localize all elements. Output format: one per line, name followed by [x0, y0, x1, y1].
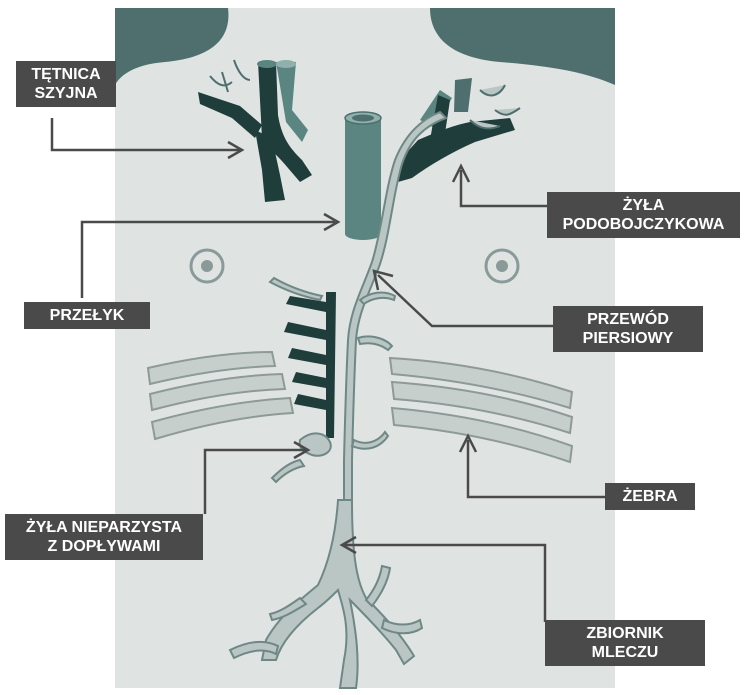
subclavian-arrowhead [451, 163, 471, 183]
label-thoracic-duct-line1: PRZEWÓD [587, 311, 669, 328]
label-thoracic-duct: PRZEWÓD PIERSIOWY [553, 306, 703, 352]
label-thoracic-duct-line2: PIERSIOWY [582, 330, 674, 347]
label-azygos-vein: ŻYŁA NIEPARZYSTA Z DOPŁYWAMI [5, 514, 203, 560]
carotid-arrowhead [227, 140, 245, 160]
right-shoulder [430, 8, 615, 85]
thoracic-duct-arrowhead [372, 269, 394, 291]
ribs-arrowhead [458, 433, 478, 453]
cisterna-arrowhead [339, 535, 357, 555]
ribs-right [388, 356, 574, 464]
carotid-artery [198, 59, 312, 202]
left-nipple [189, 248, 225, 284]
esophagus-leader [80, 220, 335, 298]
label-cisterna-line1: ZBIORNIK [586, 625, 664, 642]
ribs-leader [466, 440, 605, 499]
label-carotid-line1: TĘTNICA [31, 66, 101, 83]
label-ribs-line1: ŻEBRA [622, 488, 678, 505]
label-subclavian-line1: ŻYŁA [622, 197, 665, 214]
azygos-leader [203, 448, 306, 514]
thoracic-duct-leader [377, 274, 553, 328]
esophagus [344, 111, 382, 240]
cisterna-leader [343, 543, 547, 622]
label-azygos-line1: ŻYŁA NIEPARZYSTA [25, 519, 183, 536]
esophagus-arrowhead [323, 212, 341, 232]
subclavian-leader [459, 170, 547, 208]
subclavian-vein [398, 78, 521, 182]
right-nipple [484, 248, 520, 284]
label-carotid-line2: SZYJNA [34, 85, 98, 102]
label-azygos-line2: Z DOPŁYWAMI [47, 538, 161, 555]
label-subclavian-vein: ŻYŁA PODOBOJCZYKOWA [547, 192, 740, 238]
left-shoulder [115, 8, 229, 85]
leader-lines [50, 118, 605, 622]
azygos-vein [284, 292, 336, 438]
carotid-leader [50, 118, 240, 152]
label-cisterna-line2: MLECZU [591, 644, 659, 661]
azygos-arrowhead [293, 440, 311, 460]
label-esophagus-line1: PRZEŁYK [49, 307, 125, 324]
label-carotid-artery: TĘTNICA SZYJNA [16, 61, 116, 107]
ribs-left [146, 350, 295, 441]
label-subclavian-line2: PODOBOJCZYKOWA [562, 216, 725, 233]
label-cisterna-chyli: ZBIORNIK MLECZU [545, 620, 705, 666]
label-esophagus: PRZEŁYK [24, 302, 150, 329]
label-ribs: ŻEBRA [605, 483, 695, 510]
torso-background [115, 8, 615, 688]
thoracic-duct [228, 110, 448, 689]
